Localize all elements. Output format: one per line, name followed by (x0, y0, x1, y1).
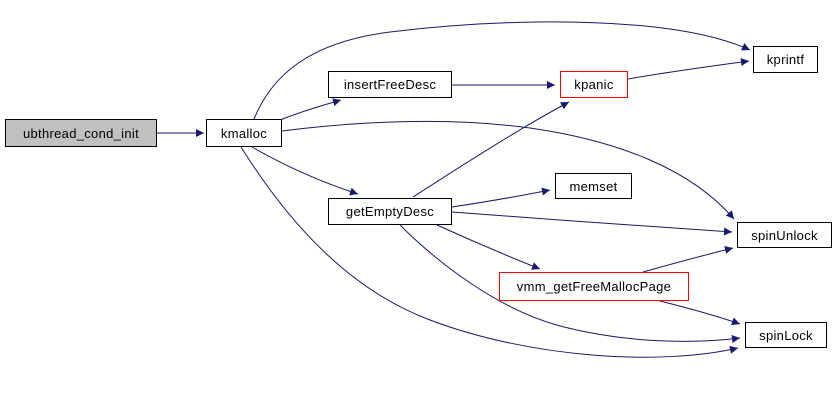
node-insertFreeDesc[interactable]: insertFreeDesc (328, 71, 452, 98)
edge-kmalloc-insertFreeDesc (279, 98, 342, 121)
edge-kmalloc-getEmptyDesc (251, 146, 359, 196)
edge-getEmptyDesc-kpanic (412, 101, 570, 198)
edge-getEmptyDesc-spinLock (399, 224, 741, 343)
node-label: spinUnlock (751, 227, 818, 243)
edge-getEmptyDesc-vmm_getFreeMallocPage (436, 224, 541, 270)
node-spinLock[interactable]: spinLock (745, 322, 827, 348)
node-label: insertFreeDesc (343, 77, 437, 92)
edge-vmm_getFreeMallocPage-spinLock (659, 300, 741, 326)
node-label: kmalloc (220, 125, 268, 141)
node-label: getEmptyDesc (345, 204, 435, 219)
edge-kmalloc-spinUnlock (281, 120, 735, 220)
edge-vmm_getFreeMallocPage-spinUnlock (642, 246, 734, 273)
node-spinUnlock[interactable]: spinUnlock (737, 222, 832, 248)
node-label: ubthread_cond_init (23, 125, 139, 141)
edge-getEmptyDesc-spinUnlock (451, 211, 733, 236)
node-vmm_getFreeMallocPage[interactable]: vmm_getFreeMallocPage (499, 272, 689, 301)
node-kprintf[interactable]: kprintf (753, 46, 818, 73)
node-label: spinLock (759, 327, 813, 343)
node-label: memset (569, 178, 618, 194)
node-label: kpanic (574, 77, 614, 92)
edge-kmalloc-spinLock (240, 146, 739, 358)
edge-kmalloc-kprintf (253, 21, 751, 120)
node-memset[interactable]: memset (555, 173, 632, 199)
node-kmalloc[interactable]: kmalloc (206, 119, 282, 147)
edge-getEmptyDesc-memset (451, 187, 551, 208)
node-label: vmm_getFreeMallocPage (516, 279, 672, 294)
node-kpanic[interactable]: kpanic (560, 71, 628, 98)
edge-kpanic-kprintf (627, 58, 750, 80)
node-getEmptyDesc[interactable]: getEmptyDesc (328, 198, 452, 225)
node-label: kprintf (766, 52, 805, 67)
node-ubthread_cond_init: ubthread_cond_init (5, 119, 157, 147)
